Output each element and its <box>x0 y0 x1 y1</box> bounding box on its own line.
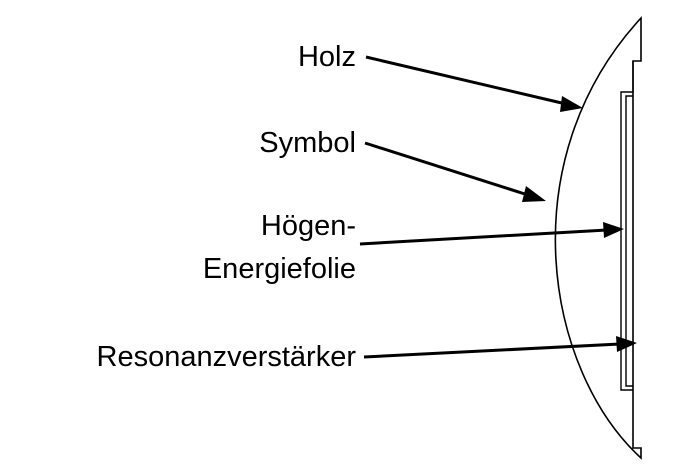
energiefolie-plate <box>620 61 634 391</box>
energiefolie-inner-plate <box>625 95 633 387</box>
resonanzverstaerker-arrow <box>363 336 637 359</box>
label-resonanzverstaerker: Resonanzverstärker <box>97 341 357 373</box>
label-hoegen-line2: Energiefolie <box>203 253 356 285</box>
label-hoegen-line1: Högen- <box>261 210 356 242</box>
label-holz: Holz <box>298 41 356 73</box>
energiefolie-arrow <box>359 222 624 246</box>
holz-arrow <box>365 55 583 112</box>
label-symbol: Symbol <box>259 127 356 159</box>
holz-body-outline <box>554 15 642 460</box>
symbol-arrow <box>364 141 546 202</box>
